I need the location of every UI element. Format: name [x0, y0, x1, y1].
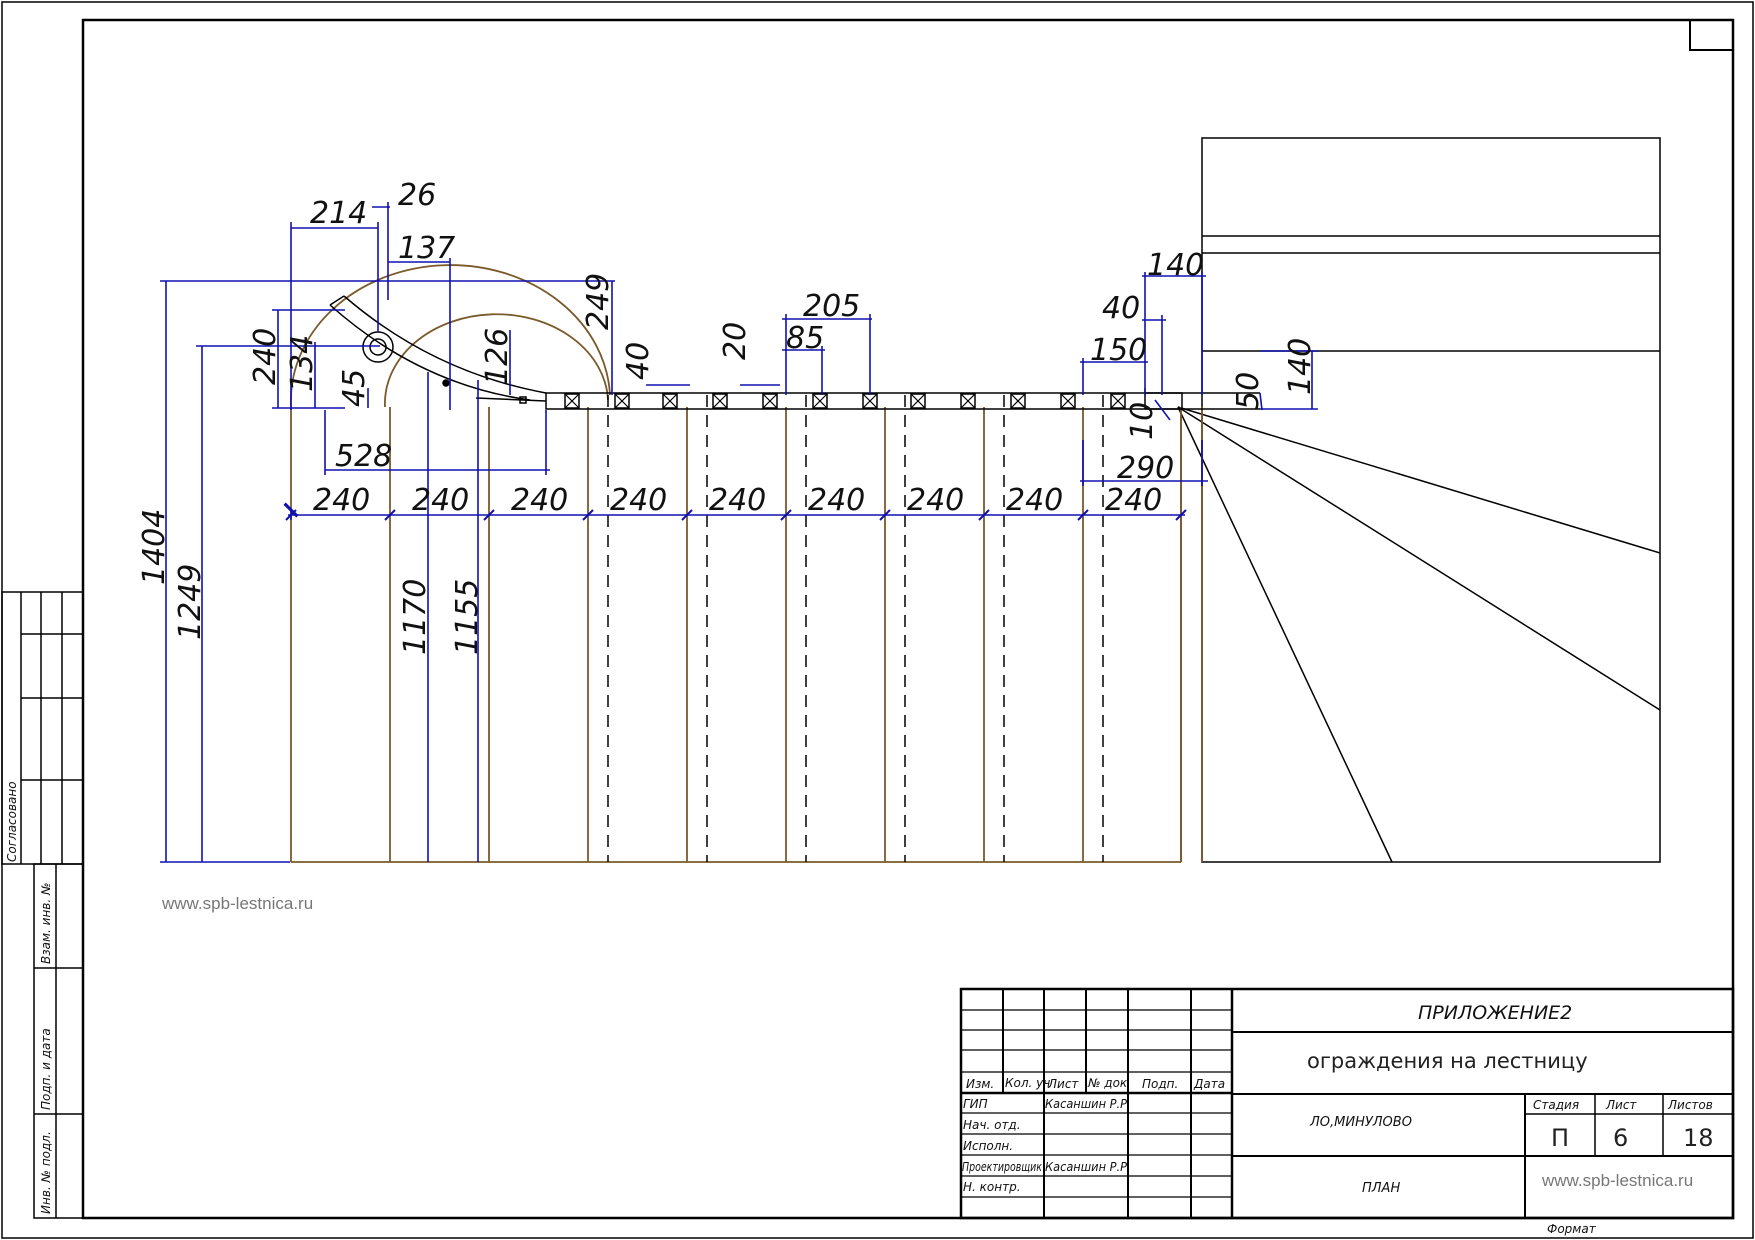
sheet-value: 6 [1613, 1124, 1628, 1152]
dim-40-a: 40 [621, 342, 656, 380]
step-dim-tick [1175, 509, 1187, 521]
title-block-texts: Изм. Кол. уч Лист № док Подп. Дата ГИП Н… [962, 1002, 1714, 1236]
dim-140-right: 140 [1283, 338, 1318, 395]
baluster [662, 393, 678, 409]
dim-45: 45 [337, 369, 372, 407]
step-width-label: 240 [610, 483, 667, 518]
dim-528: 528 [335, 439, 392, 474]
baluster [762, 393, 778, 409]
step-width-label: 240 [709, 483, 766, 518]
baluster [1110, 393, 1126, 409]
side-stamp-inv-exchange: Взам. инв. № [39, 883, 53, 964]
col-header-list: Лист [1047, 1077, 1079, 1091]
title-block-website: www.spb-lestnica.ru [1541, 1171, 1693, 1190]
step-width-label: 240 [313, 483, 370, 518]
side-stamp-sign-date: Подп. и дата [39, 1028, 53, 1110]
step-dimension-ticks [285, 509, 1187, 521]
dim-1170: 1170 [398, 579, 433, 655]
baluster [1010, 393, 1026, 409]
step-dim-tick [1077, 509, 1089, 521]
baluster [910, 393, 926, 409]
winder-lines [1177, 406, 1661, 863]
baluster [712, 393, 728, 409]
dimension-lines [160, 202, 1318, 863]
role-norm-control: Н. контр. [963, 1180, 1021, 1194]
baluster [812, 393, 828, 409]
step-width-labels: 240 240 240 240 240 240 240 240 240 [313, 483, 1162, 518]
step-width-label: 240 [1006, 483, 1063, 518]
step-width-label: 240 [1105, 483, 1162, 518]
role-head: Нач. отд. [963, 1118, 1021, 1132]
step-dim-tick [483, 509, 495, 521]
dim-50: 50 [1231, 372, 1266, 410]
sheets-label: Листов [1667, 1098, 1713, 1112]
dim-126: 126 [480, 328, 515, 385]
baluster [862, 393, 878, 409]
dim-249: 249 [581, 273, 616, 330]
sheets-value: 18 [1683, 1124, 1714, 1152]
step-dim-tick [285, 509, 297, 521]
col-header-date: Дата [1193, 1077, 1225, 1091]
step-width-label: 240 [412, 483, 469, 518]
designer-name: Касаншин Р.Р [1045, 1160, 1128, 1174]
dim-1249: 1249 [173, 564, 208, 640]
col-header-kol: Кол. уч [1005, 1076, 1050, 1090]
step-width-label: 240 [511, 483, 568, 518]
location: ЛО,МИНУЛОВО [1309, 1115, 1412, 1130]
dim-140-top: 140 [1147, 248, 1204, 283]
step-width-label: 240 [808, 483, 865, 518]
col-header-sign: Подп. [1142, 1077, 1178, 1091]
dim-134: 134 [285, 335, 320, 392]
dim-240-left: 240 [248, 328, 283, 385]
dashed-stringers [607, 395, 1104, 862]
step-dim-tick [681, 509, 693, 521]
role-gip: ГИП [963, 1097, 988, 1111]
dim-26: 26 [398, 178, 436, 213]
landing-structure [1180, 137, 1661, 863]
subject-title: ограждения на лестницу [1307, 1049, 1588, 1073]
title-block [959, 987, 1735, 1220]
step-dim-tick [879, 509, 891, 521]
dim-10: 10 [1125, 402, 1160, 440]
left-side-stamp [1, 591, 84, 1219]
stage-label: Стадия [1533, 1098, 1579, 1112]
role-designer: Проектировщик [962, 1160, 1043, 1174]
sheet-name: ПЛАН [1362, 1181, 1400, 1196]
appendix-title: ПРИЛОЖЕНИЕ2 [1418, 1002, 1572, 1024]
dim-214: 214 [310, 196, 367, 231]
gip-name: Касаншин Р.Р [1045, 1097, 1128, 1111]
watermark-url: www.spb-lestnica.ru [161, 894, 313, 913]
step-dim-tick [978, 509, 990, 521]
dim-205: 205 [803, 289, 860, 324]
sheet-label: Лист [1605, 1098, 1637, 1112]
dim-20: 20 [718, 322, 753, 360]
baluster [960, 393, 976, 409]
side-stamp-inv-original: Инв. № подл. [39, 1131, 53, 1214]
dim-40-b: 40 [1102, 291, 1140, 326]
dim-1404: 1404 [137, 509, 172, 585]
step-width-label: 240 [907, 483, 964, 518]
dim-290: 290 [1117, 451, 1174, 486]
dim-1155: 1155 [450, 579, 485, 655]
side-stamp-agreed: Согласовано [5, 781, 19, 862]
role-executor: Исполн. [963, 1139, 1013, 1153]
dim-137: 137 [398, 231, 455, 266]
baluster [1060, 393, 1076, 409]
dimension-texts: 214 26 137 249 240 134 45 126 40 20 205 … [137, 178, 1318, 655]
balusters [564, 393, 1126, 409]
dim-150: 150 [1090, 333, 1147, 368]
baluster [614, 393, 630, 409]
stage-value: П [1551, 1124, 1569, 1152]
col-header-doc: № док [1087, 1076, 1128, 1090]
dim-85: 85 [786, 321, 824, 356]
step-dim-tick [384, 509, 396, 521]
format-label: Формат [1547, 1222, 1597, 1236]
baluster [564, 393, 580, 409]
step-dim-tick [780, 509, 792, 521]
col-header-izm: Изм. [966, 1077, 994, 1091]
stair-treads [289, 264, 1203, 863]
step-dim-tick [582, 509, 594, 521]
